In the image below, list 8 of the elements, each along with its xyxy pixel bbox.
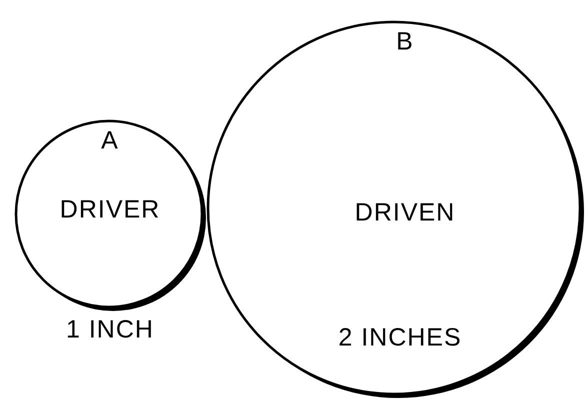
size-label: 2 INCHES [338,326,462,350]
size-label: 1 INCH [66,318,154,342]
circle-label: A [101,128,119,154]
circle-label: B [396,30,414,54]
gear-label: DRIVER [60,198,160,222]
gear-circle [14,119,206,311]
gear-circle [206,20,584,398]
gear-label: DRIVEN [354,200,456,226]
